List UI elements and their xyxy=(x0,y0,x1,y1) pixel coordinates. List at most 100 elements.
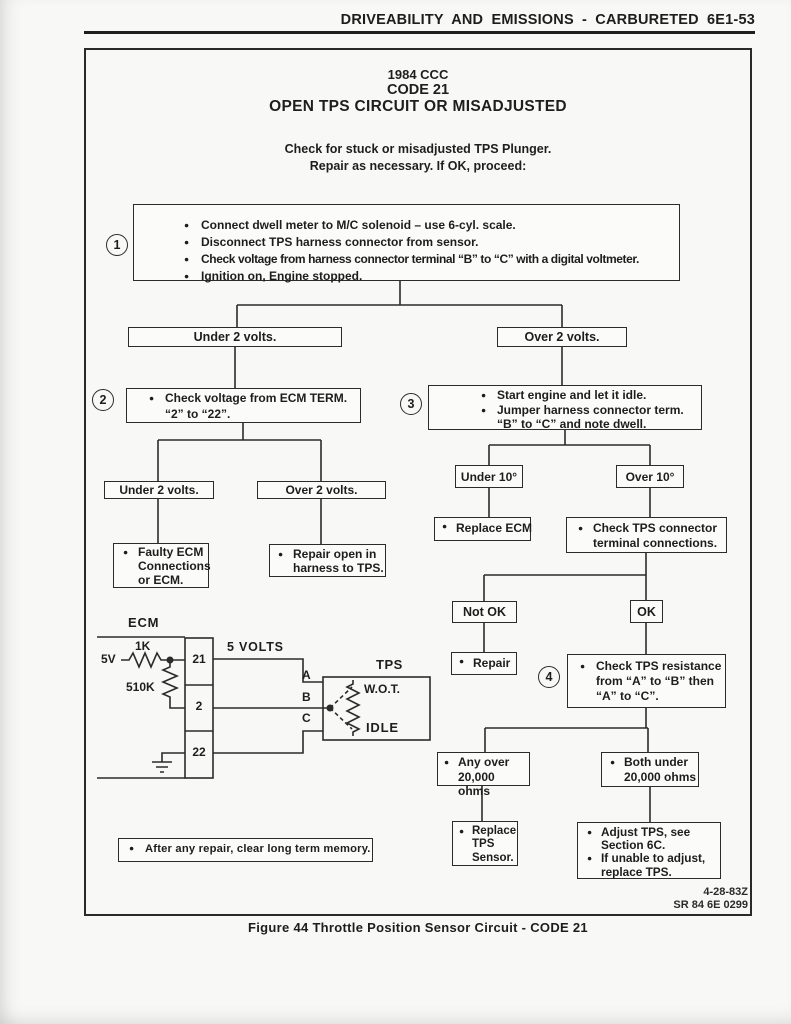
step2-line-1: Check voltage from ECM TERM. xyxy=(149,391,360,407)
both-under-line-1: Both under xyxy=(610,755,698,770)
any-over-line-2: 20,000 ohms xyxy=(458,769,495,799)
title-name: OPEN TPS CIRCUIT OR MISADJUSTED xyxy=(269,98,567,115)
step4-line-3: “A” to “C”. xyxy=(596,689,659,703)
repair-open-line-1: Repair open in xyxy=(278,547,385,561)
connector-top-split xyxy=(234,281,563,388)
terminal-2-label: 2 xyxy=(195,699,203,713)
wot-label: W.O.T. xyxy=(364,682,400,696)
step-3-box: Start engine and let it idle. Jumper har… xyxy=(428,385,702,431)
step-3-circle: 3 xyxy=(400,393,422,415)
under-10-box: Under 10° xyxy=(455,465,523,488)
repair-label: Repair xyxy=(459,656,516,670)
ok-box: OK xyxy=(630,600,663,623)
page-header: DRIVEABILITY AND EMISSIONS - CARBURETED … xyxy=(340,12,755,28)
replace-tps-line-2: TPS xyxy=(472,838,495,851)
faulty-line-2: Connections xyxy=(138,558,211,573)
step1-bullet-1: Connect dwell meter to M/C solenoid – us… xyxy=(184,217,673,234)
note-line-2: Repair as necessary. If OK, proceed: xyxy=(309,158,527,173)
terminal-22-label: 22 xyxy=(192,745,206,759)
step-1-box: Connect dwell meter to M/C solenoid – us… xyxy=(133,204,680,285)
resistor-510k xyxy=(160,660,185,709)
pin-b-label: B xyxy=(302,690,311,704)
title-code: CODE 21 xyxy=(386,82,450,98)
ecm-label: ECM xyxy=(128,615,160,630)
pin-c-label: C xyxy=(302,711,311,725)
replace-ecm-label: Replace ECM xyxy=(442,521,532,535)
doc-ref-line-1: 4-28-83Z xyxy=(703,886,748,898)
step3-bullet-2: Jumper harness connector term. xyxy=(481,403,701,418)
terminal-dividers xyxy=(185,684,213,732)
step3-bullet-2-cont: “B” to “C” and note dwell. xyxy=(497,417,647,431)
step-4-circle: 4 xyxy=(538,666,560,688)
pre-check-note: Check for stuck or misadjusted TPS Plung… xyxy=(84,141,752,174)
adjust-tps-line-3: If unable to adjust, xyxy=(587,852,720,866)
check-connector-box: Check TPS connector terminal connections… xyxy=(566,517,727,553)
step1-bullet-3: Check voltage from harness connector ter… xyxy=(184,251,673,268)
replace-tps-box: Replace TPS Sensor. xyxy=(452,821,518,866)
any-over-box: Any over 20,000 ohms xyxy=(437,752,530,798)
figure-caption: Figure 44 Throttle Position Sensor Circu… xyxy=(248,920,588,935)
resistor-1k xyxy=(121,650,185,670)
step-1-circle: 1 xyxy=(106,234,128,256)
clear-memory-note-box: After any repair, clear long term memory… xyxy=(118,838,373,862)
repair-open-line-2: harness to TPS. xyxy=(293,561,384,575)
title-block: 1984 CCC CODE 21 OPEN TPS CIRCUIT OR MIS… xyxy=(84,67,752,116)
header-rule xyxy=(84,31,755,34)
resistor-1k-label: 1K xyxy=(135,639,151,653)
tps-label: TPS xyxy=(376,657,403,672)
supply-5v-label: 5V xyxy=(101,652,116,666)
adjust-tps-line-1: Adjust TPS, see xyxy=(587,825,720,839)
repair-open-box: Repair open in harness to TPS. xyxy=(269,544,386,577)
step1-bullet-4: Ignition on, Engine stopped. xyxy=(184,268,673,285)
step-2-box: Check voltage from ECM TERM. “2” to “22”… xyxy=(126,388,361,423)
doc-reference: 4-28-83Z SR 84 6E 0299 xyxy=(673,886,748,911)
idle-label: IDLE xyxy=(366,720,399,735)
both-under-line-2: 20,000 ohms xyxy=(624,769,697,784)
replace-ecm-box: Replace ECM xyxy=(434,517,532,541)
not-ok-box: Not OK xyxy=(452,601,517,623)
adjust-tps-box: Adjust TPS, see Section 6C. If unable to… xyxy=(577,822,721,879)
step4-line-1: Check TPS resistance xyxy=(580,659,725,674)
step3-bullet-1: Start engine and let it idle. xyxy=(481,388,701,403)
wire-c xyxy=(213,730,323,754)
resistor-510k-label: 510K xyxy=(126,680,155,694)
check-connector-line-2: terminal connections. xyxy=(593,535,718,550)
over-2-volts-box: Over 2 volts. xyxy=(497,327,627,347)
pin-a-label: A xyxy=(302,668,311,682)
repair-box: Repair xyxy=(451,652,517,675)
faulty-ecm-box: Faulty ECM Connections or ECM. xyxy=(113,543,211,588)
step2-line-2: “2” to “22”. xyxy=(165,406,231,421)
replace-tps-line-3: Sensor. xyxy=(472,851,514,864)
replace-tps-line-1: Replace xyxy=(459,825,517,839)
faulty-line-3: or ECM. xyxy=(138,572,184,587)
ecm-boundary-lines xyxy=(97,636,185,779)
any-over-line-1: Any over xyxy=(444,755,529,770)
five-volts-label: 5 VOLTS xyxy=(227,640,284,654)
under-2-volts-box-2: Under 2 volts. xyxy=(104,481,214,499)
adjust-tps-line-2: Section 6C. xyxy=(601,838,666,853)
check-connector-line-1: Check TPS connector xyxy=(578,521,726,536)
tps-potentiometer xyxy=(345,680,361,736)
over-10-box: Over 10° xyxy=(616,465,684,488)
step4-line-2: from “A” to “B” then xyxy=(596,674,714,688)
wiper-dashed-lines xyxy=(329,686,353,730)
faulty-line-1: Faulty ECM xyxy=(123,545,208,560)
wire-a-5volts xyxy=(213,658,323,683)
connector-right-branch xyxy=(481,430,651,822)
node-dot xyxy=(166,656,174,664)
ground-icon xyxy=(152,752,185,773)
flowchart-frame xyxy=(84,48,752,916)
step-2-circle: 2 xyxy=(92,389,114,411)
adjust-tps-line-4: replace TPS. xyxy=(601,864,672,879)
under-2-volts-box: Under 2 volts. xyxy=(128,327,342,347)
step1-bullet-2: Disconnect TPS harness connector from se… xyxy=(184,234,673,251)
connector-left-branch xyxy=(157,423,322,544)
both-under-box: Both under 20,000 ohms xyxy=(601,752,699,787)
title-year-system: 1984 CCC xyxy=(387,67,449,82)
doc-ref-line-2: SR 84 6E 0299 xyxy=(673,898,748,911)
terminal-21-label: 21 xyxy=(192,652,206,666)
tps-box xyxy=(322,676,431,741)
wiper-dot xyxy=(326,704,334,712)
